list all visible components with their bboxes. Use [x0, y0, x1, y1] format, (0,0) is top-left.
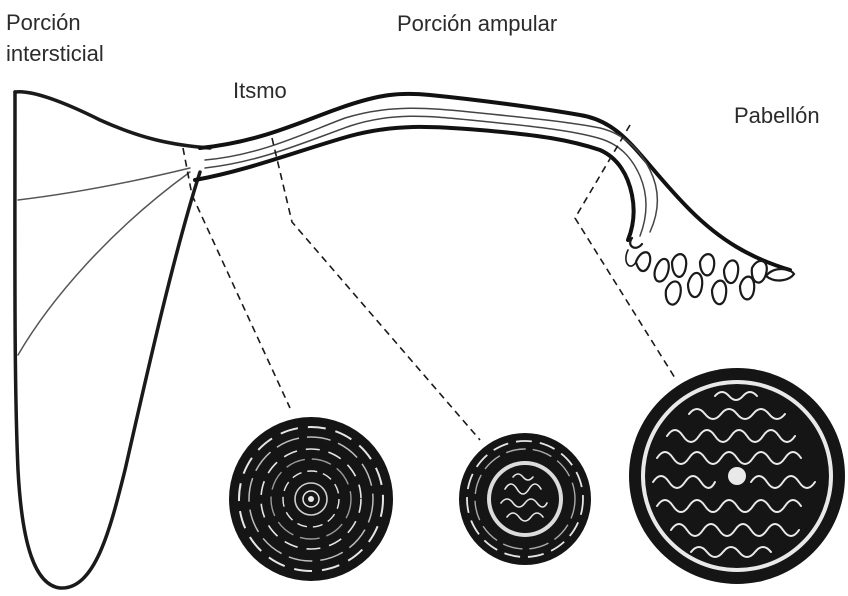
leader-lines [183, 125, 675, 440]
label-pabellon: Pabellón [734, 101, 820, 130]
tube-body [195, 94, 790, 270]
label-itsmo: Itsmo [233, 76, 287, 105]
cross-section-intersticial [229, 417, 393, 581]
uterine-wall [15, 92, 210, 588]
cross-section-ampular [629, 368, 845, 584]
cross-section-itsmo [459, 433, 591, 565]
fimbriae [626, 238, 794, 305]
label-porcion-intersticial-line1: Porción [6, 8, 81, 37]
label-porcion-intersticial-line2: intersticial [6, 39, 104, 68]
label-porcion-ampular: Porción ampular [397, 9, 557, 38]
